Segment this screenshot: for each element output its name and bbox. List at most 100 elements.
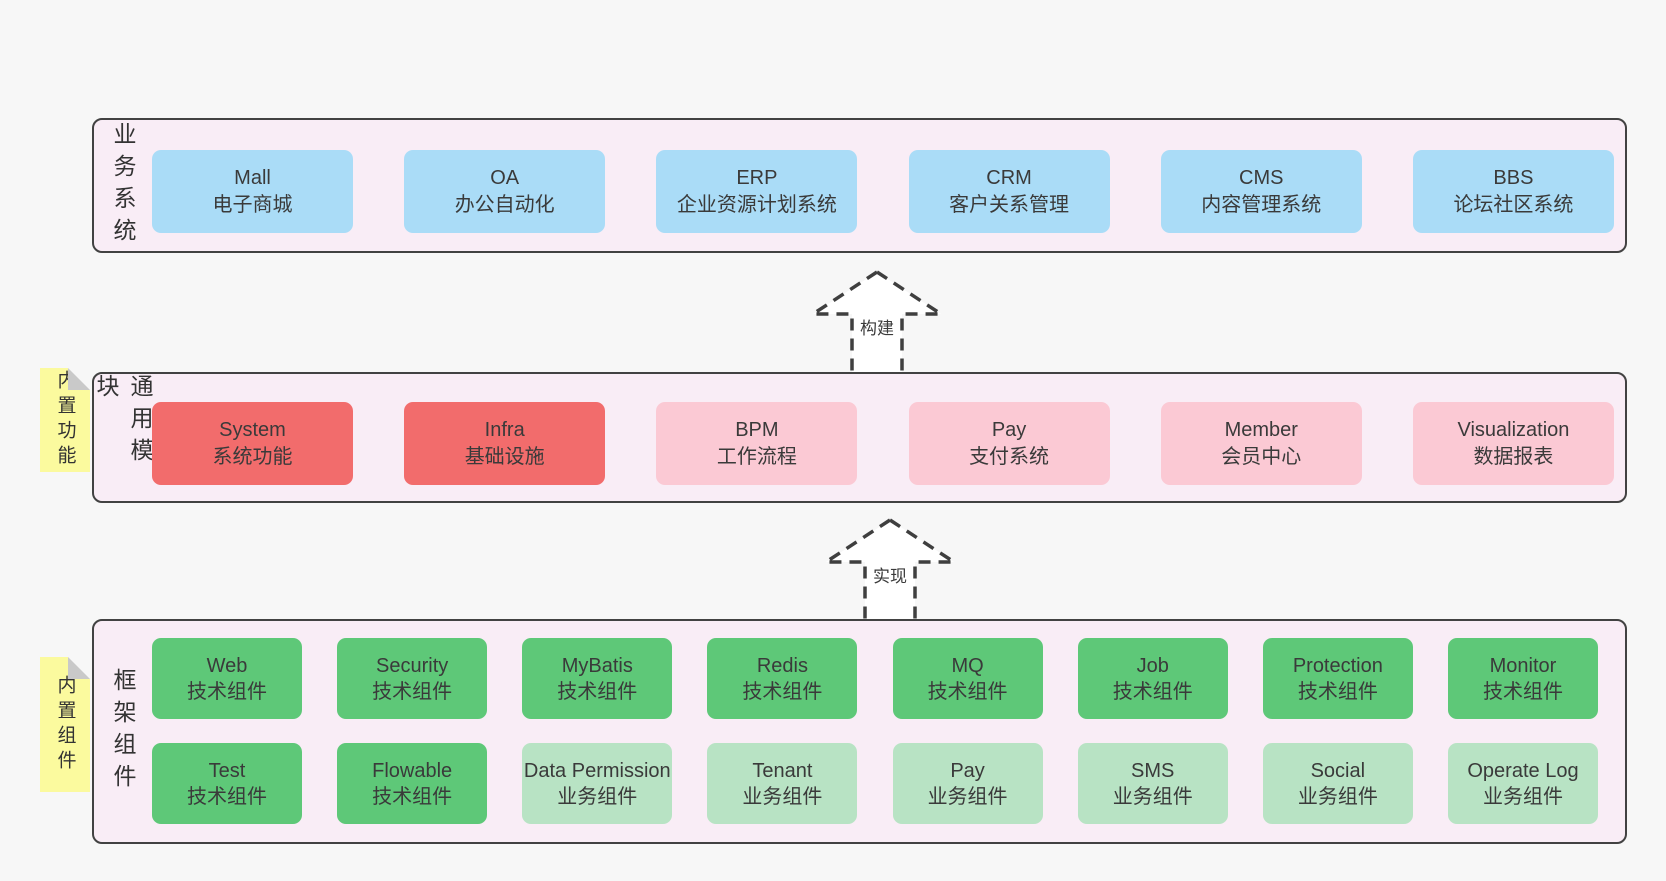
box-subtitle: 技术组件 bbox=[927, 680, 1008, 703]
box-subtitle: 技术组件 bbox=[1112, 680, 1193, 703]
framework-row-2: Test 技术组件 Flowable 技术组件 Data Permission … bbox=[152, 743, 1598, 824]
box-subtitle: 技术组件 bbox=[1482, 680, 1563, 703]
box-title: BPM bbox=[735, 418, 779, 441]
implement-arrow-icon: 实现 bbox=[820, 514, 960, 620]
box-title: MyBatis bbox=[561, 654, 633, 677]
build-arrow-icon: 构建 bbox=[807, 266, 947, 372]
box-monitor: Monitor 技术组件 bbox=[1447, 638, 1598, 719]
folded-corner-icon bbox=[68, 657, 90, 679]
box-title: Social bbox=[1310, 759, 1366, 782]
box-title: Visualization bbox=[1457, 418, 1570, 441]
box-subtitle: 技术组件 bbox=[187, 785, 267, 808]
box-title: Tenant bbox=[752, 759, 813, 782]
box-title: Security bbox=[376, 654, 449, 677]
box-title: Pay bbox=[950, 759, 985, 782]
box-sms: SMS 业务组件 bbox=[1077, 743, 1228, 824]
framework-row-1: Web 技术组件 Security 技术组件 MyBatis 技术组件 Redi… bbox=[152, 638, 1598, 719]
box-title: Flowable bbox=[372, 759, 453, 782]
box-data-permission: Data Permission 业务组件 bbox=[522, 743, 673, 824]
box-job: Job 技术组件 bbox=[1077, 638, 1228, 719]
box-title: Infra bbox=[484, 418, 525, 441]
box-mall: Mall 电子商城 bbox=[152, 150, 353, 233]
box-title: System bbox=[219, 418, 286, 441]
side-label-business-systems: 业务系统 bbox=[110, 121, 136, 250]
sticky-note-text: 内置组件 bbox=[54, 674, 76, 775]
box-title: Member bbox=[1224, 418, 1298, 441]
box-subtitle: 数据报表 bbox=[1473, 445, 1554, 468]
box-pay-system: Pay 支付系统 bbox=[908, 402, 1110, 485]
sticky-note-text: 内置功能 bbox=[54, 370, 76, 470]
box-infra: Infra 基础设施 bbox=[404, 402, 606, 485]
box-title: BBS bbox=[1493, 166, 1534, 189]
panel-business-systems: 业务系统 Mall 电子商城 OA 办公自动化 ERP 企业资源计划系统 CRM… bbox=[92, 118, 1627, 253]
box-member: Member 会员中心 bbox=[1160, 402, 1362, 485]
box-mq: MQ 技术组件 bbox=[892, 638, 1043, 719]
box-title: Redis bbox=[756, 654, 808, 677]
box-bpm: BPM 工作流程 bbox=[656, 402, 858, 485]
box-subtitle: 工作流程 bbox=[716, 445, 797, 468]
box-title: Monitor bbox=[1489, 654, 1557, 677]
box-title: CMS bbox=[1239, 166, 1284, 189]
box-redis: Redis 技术组件 bbox=[707, 638, 858, 719]
box-title: SMS bbox=[1131, 759, 1175, 782]
framework-components-rows: Web 技术组件 Security 技术组件 MyBatis 技术组件 Redi… bbox=[152, 621, 1625, 842]
box-subtitle: 技术组件 bbox=[1297, 680, 1378, 703]
box-subtitle: 技术组件 bbox=[557, 680, 638, 703]
box-subtitle: 办公自动化 bbox=[454, 193, 555, 216]
panel-framework-components: 框架组件 Web 技术组件 Security 技术组件 MyBatis 技术组件… bbox=[92, 619, 1627, 844]
box-title: Protection bbox=[1292, 654, 1383, 677]
box-title: ERP bbox=[736, 166, 778, 189]
box-tenant: Tenant 业务组件 bbox=[707, 743, 858, 824]
box-subtitle: 技术组件 bbox=[372, 785, 453, 808]
box-web: Web 技术组件 bbox=[152, 638, 302, 719]
box-subtitle: 业务组件 bbox=[742, 785, 823, 808]
box-subtitle: 技术组件 bbox=[742, 680, 823, 703]
box-subtitle: 业务组件 bbox=[557, 785, 638, 808]
implement-arrow-label: 实现 bbox=[870, 561, 910, 588]
box-title: Mall bbox=[234, 166, 271, 189]
box-subtitle: 会员中心 bbox=[1221, 445, 1302, 468]
common-modules-row: System 系统功能 Infra 基础设施 BPM 工作流程 Pay 支付系统… bbox=[152, 374, 1625, 501]
box-subtitle: 业务组件 bbox=[1297, 785, 1378, 808]
box-erp: ERP 企业资源计划系统 bbox=[656, 150, 858, 233]
folded-corner-icon bbox=[68, 368, 90, 390]
box-crm: CRM 客户关系管理 bbox=[908, 150, 1110, 233]
box-protection: Protection 技术组件 bbox=[1262, 638, 1413, 719]
box-title: Pay bbox=[991, 418, 1027, 441]
box-subtitle: 内容管理系统 bbox=[1201, 193, 1322, 216]
box-social: Social 业务组件 bbox=[1262, 743, 1413, 824]
box-test: Test 技术组件 bbox=[152, 743, 302, 824]
box-subtitle: 论坛社区系统 bbox=[1453, 193, 1574, 216]
box-subtitle: 企业资源计划系统 bbox=[676, 193, 837, 216]
panel-common-modules: 通用模块 System 系统功能 Infra 基础设施 BPM 工作流程 Pay… bbox=[92, 372, 1627, 503]
box-oa: OA 办公自动化 bbox=[404, 150, 606, 233]
sticky-note-built-in-components: 内置组件 bbox=[40, 657, 90, 792]
box-visualization: Visualization 数据报表 bbox=[1412, 402, 1614, 485]
box-subtitle: 技术组件 bbox=[187, 680, 267, 703]
build-arrow-label: 构建 bbox=[857, 313, 897, 340]
box-title: CRM bbox=[986, 166, 1032, 189]
box-title: Web bbox=[206, 654, 248, 677]
box-flowable: Flowable 技术组件 bbox=[337, 743, 488, 824]
box-operate-log: Operate Log 业务组件 bbox=[1447, 743, 1598, 824]
business-systems-row: Mall 电子商城 OA 办公自动化 ERP 企业资源计划系统 CRM 客户关系… bbox=[152, 120, 1625, 251]
box-mybatis: MyBatis 技术组件 bbox=[522, 638, 673, 719]
box-title: OA bbox=[490, 166, 520, 189]
box-subtitle: 技术组件 bbox=[372, 680, 453, 703]
box-bbs: BBS 论坛社区系统 bbox=[1412, 150, 1614, 233]
box-system: System 系统功能 bbox=[152, 402, 353, 485]
box-title: Operate Log bbox=[1467, 759, 1579, 782]
box-subtitle: 业务组件 bbox=[927, 785, 1008, 808]
box-subtitle: 基础设施 bbox=[464, 445, 545, 468]
box-subtitle: 业务组件 bbox=[1482, 785, 1563, 808]
box-title: Job bbox=[1136, 654, 1169, 677]
box-title: Data Permission bbox=[523, 759, 671, 782]
box-subtitle: 客户关系管理 bbox=[949, 193, 1070, 216]
box-subtitle: 系统功能 bbox=[212, 445, 293, 468]
box-subtitle: 电子商城 bbox=[212, 193, 293, 216]
box-pay-component: Pay 业务组件 bbox=[892, 743, 1043, 824]
box-subtitle: 业务组件 bbox=[1112, 785, 1193, 808]
box-cms: CMS 内容管理系统 bbox=[1160, 150, 1362, 233]
sticky-note-built-in-features: 内置功能 bbox=[40, 368, 90, 472]
box-security: Security 技术组件 bbox=[337, 638, 488, 719]
